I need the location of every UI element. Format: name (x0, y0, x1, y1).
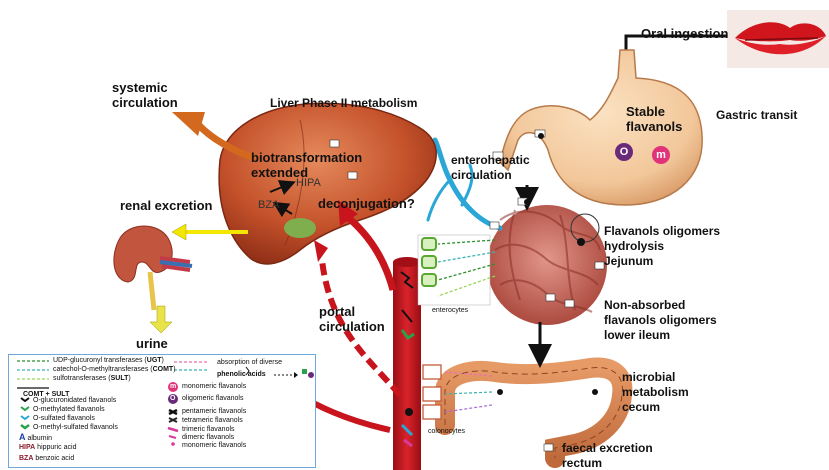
legend-phenolic: phenolic acids (217, 371, 266, 379)
nonabsorbed-line1: Non-absorbed (604, 298, 717, 313)
legend-box: UDP-glucuronyl transferases (UGT) catech… (8, 354, 316, 468)
legend-sult-text: sulfotransferases ( (53, 375, 111, 382)
oligomers-line2: hydrolysis (604, 239, 720, 254)
legend-comt-end: ) (173, 366, 175, 373)
enterocytes-label: enterocytes (432, 303, 468, 318)
legend-ugt: UDP-glucuronyl transferases (UGT) (53, 357, 164, 365)
faecal-line1: faecal excretion (562, 441, 653, 456)
faecal-excretion-label: faecal excretion rectum (562, 441, 653, 470)
legend-monomeric-2: monomeric flavanols (182, 442, 246, 450)
nonabsorbed-line2: flavanols oligomers (604, 313, 717, 328)
systemic-line2: circulation (112, 95, 178, 110)
liver (219, 103, 436, 264)
legend-pentameric: pentameric flavanols (182, 408, 246, 416)
stable-line2: flavanols (626, 119, 682, 134)
portal-line1: portal (319, 304, 385, 319)
liver-phase-title: Liver Phase II metabolism (270, 96, 417, 111)
systemic-circulation-label: systemic circulation (112, 80, 178, 110)
stable-flavanols-label: Stable flavanols (626, 104, 682, 134)
legend-hipa-symbol: HIPA (19, 444, 35, 451)
legend-albumin: A albumin (19, 433, 52, 443)
legend-o-symbol: O (170, 395, 175, 403)
colonocyte-cells (423, 365, 441, 419)
legend-sulfated: O-sulfated flavanols (33, 415, 95, 423)
legend-dimeric: dimeric flavanols (182, 434, 234, 442)
legend-bza-text: benzoic acid (35, 455, 74, 462)
microbial-line2: metabolism (622, 385, 689, 400)
bza-label: BZA (258, 198, 279, 213)
hipa-label: HIPA (296, 176, 321, 191)
legend-hippuric: HIPA hippuric acid (19, 444, 76, 452)
legend-comt-text: catechol-O-methyltransferases ( (53, 366, 153, 373)
legend-ugt-text: UDP-glucuronyl transferases ( (53, 357, 147, 364)
legend-trimeric: trimeric flavanols (182, 426, 235, 434)
colonocytes-label: colonocytes (428, 424, 465, 439)
nonabsorbed-line3: lower ileum (604, 328, 717, 343)
legend-benzoic: BZA benzoic acid (19, 455, 74, 463)
portal-circulation-label: portal circulation (319, 304, 385, 334)
legend-sult-key: SULT (111, 375, 129, 382)
stable-line1: Stable (626, 104, 682, 119)
legend-m-symbol: m (170, 383, 176, 391)
faecal-line2: rectum (562, 456, 653, 470)
kidney (114, 226, 192, 310)
renal-excretion-label: renal excretion (120, 198, 213, 213)
legend-absorption: absorption of diverse (217, 359, 282, 367)
legend-methylated: O-methylated flavanols (33, 406, 105, 414)
legend-ugt-key: UGT (147, 357, 162, 364)
oligomers-line3: Jejunum (604, 254, 720, 269)
legend-oligomeric: oligomeric flavanols (182, 395, 243, 403)
oligomers-line1: Flavanols oligomers (604, 224, 720, 239)
microbial-line3: cecum (622, 400, 689, 415)
microbial-line1: microbial (622, 370, 689, 385)
oral-ingestion-label: Oral ingestion (641, 26, 728, 41)
nonabsorbed-label: Non-absorbed flavanols oligomers lower i… (604, 298, 717, 343)
blood-vessel (393, 257, 421, 470)
legend-comt: catechol-O-methyltransferases (COMT) (53, 366, 176, 374)
legend-hipa-text: hippuric acid (37, 444, 76, 451)
deconjugation-label: deconjugation? (318, 196, 415, 211)
lips-image (727, 10, 829, 68)
legend-glucuronidated: O-glucuronidated flavanols (33, 397, 116, 405)
enterohepatic-label: enterohepatic circulation (451, 153, 530, 183)
microbial-metabolism-label: microbial metabolism cecum (622, 370, 689, 415)
legend-methyl-sulfated: O-methyl-sulfated flavanols (33, 424, 118, 432)
legend-bza-symbol: BZA (19, 455, 33, 462)
enterohepatic-line2: circulation (451, 168, 530, 183)
legend-comt-key: COMT (153, 366, 174, 373)
systemic-line1: systemic (112, 80, 178, 95)
legend-sult-end: ) (128, 375, 130, 382)
legend-ugt-end: ) (162, 357, 164, 364)
legend-albumin-text: albumin (27, 435, 52, 442)
legend-albumin-symbol: A (19, 432, 26, 442)
legend-monomeric: monomeric flavanols (182, 383, 246, 391)
portal-line2: circulation (319, 319, 385, 334)
oligomeric-badge: O (615, 143, 633, 161)
enterocytes-cells (418, 235, 495, 305)
small-intestine (487, 205, 607, 325)
monomeric-badge: m (652, 146, 670, 164)
legend-sult: sulfotransferases (SULT) (53, 375, 131, 383)
enterohepatic-line1: enterohepatic (451, 153, 530, 168)
biotransformation-line1: biotransformation (251, 150, 362, 165)
gastric-transit-label: Gastric transit (716, 108, 797, 123)
oligomers-hydrolysis-label: Flavanols oligomers hydrolysis Jejunum (604, 224, 720, 269)
legend-tetrameric: tetrameric flavanols (182, 417, 243, 425)
urine-label: urine (136, 336, 168, 351)
